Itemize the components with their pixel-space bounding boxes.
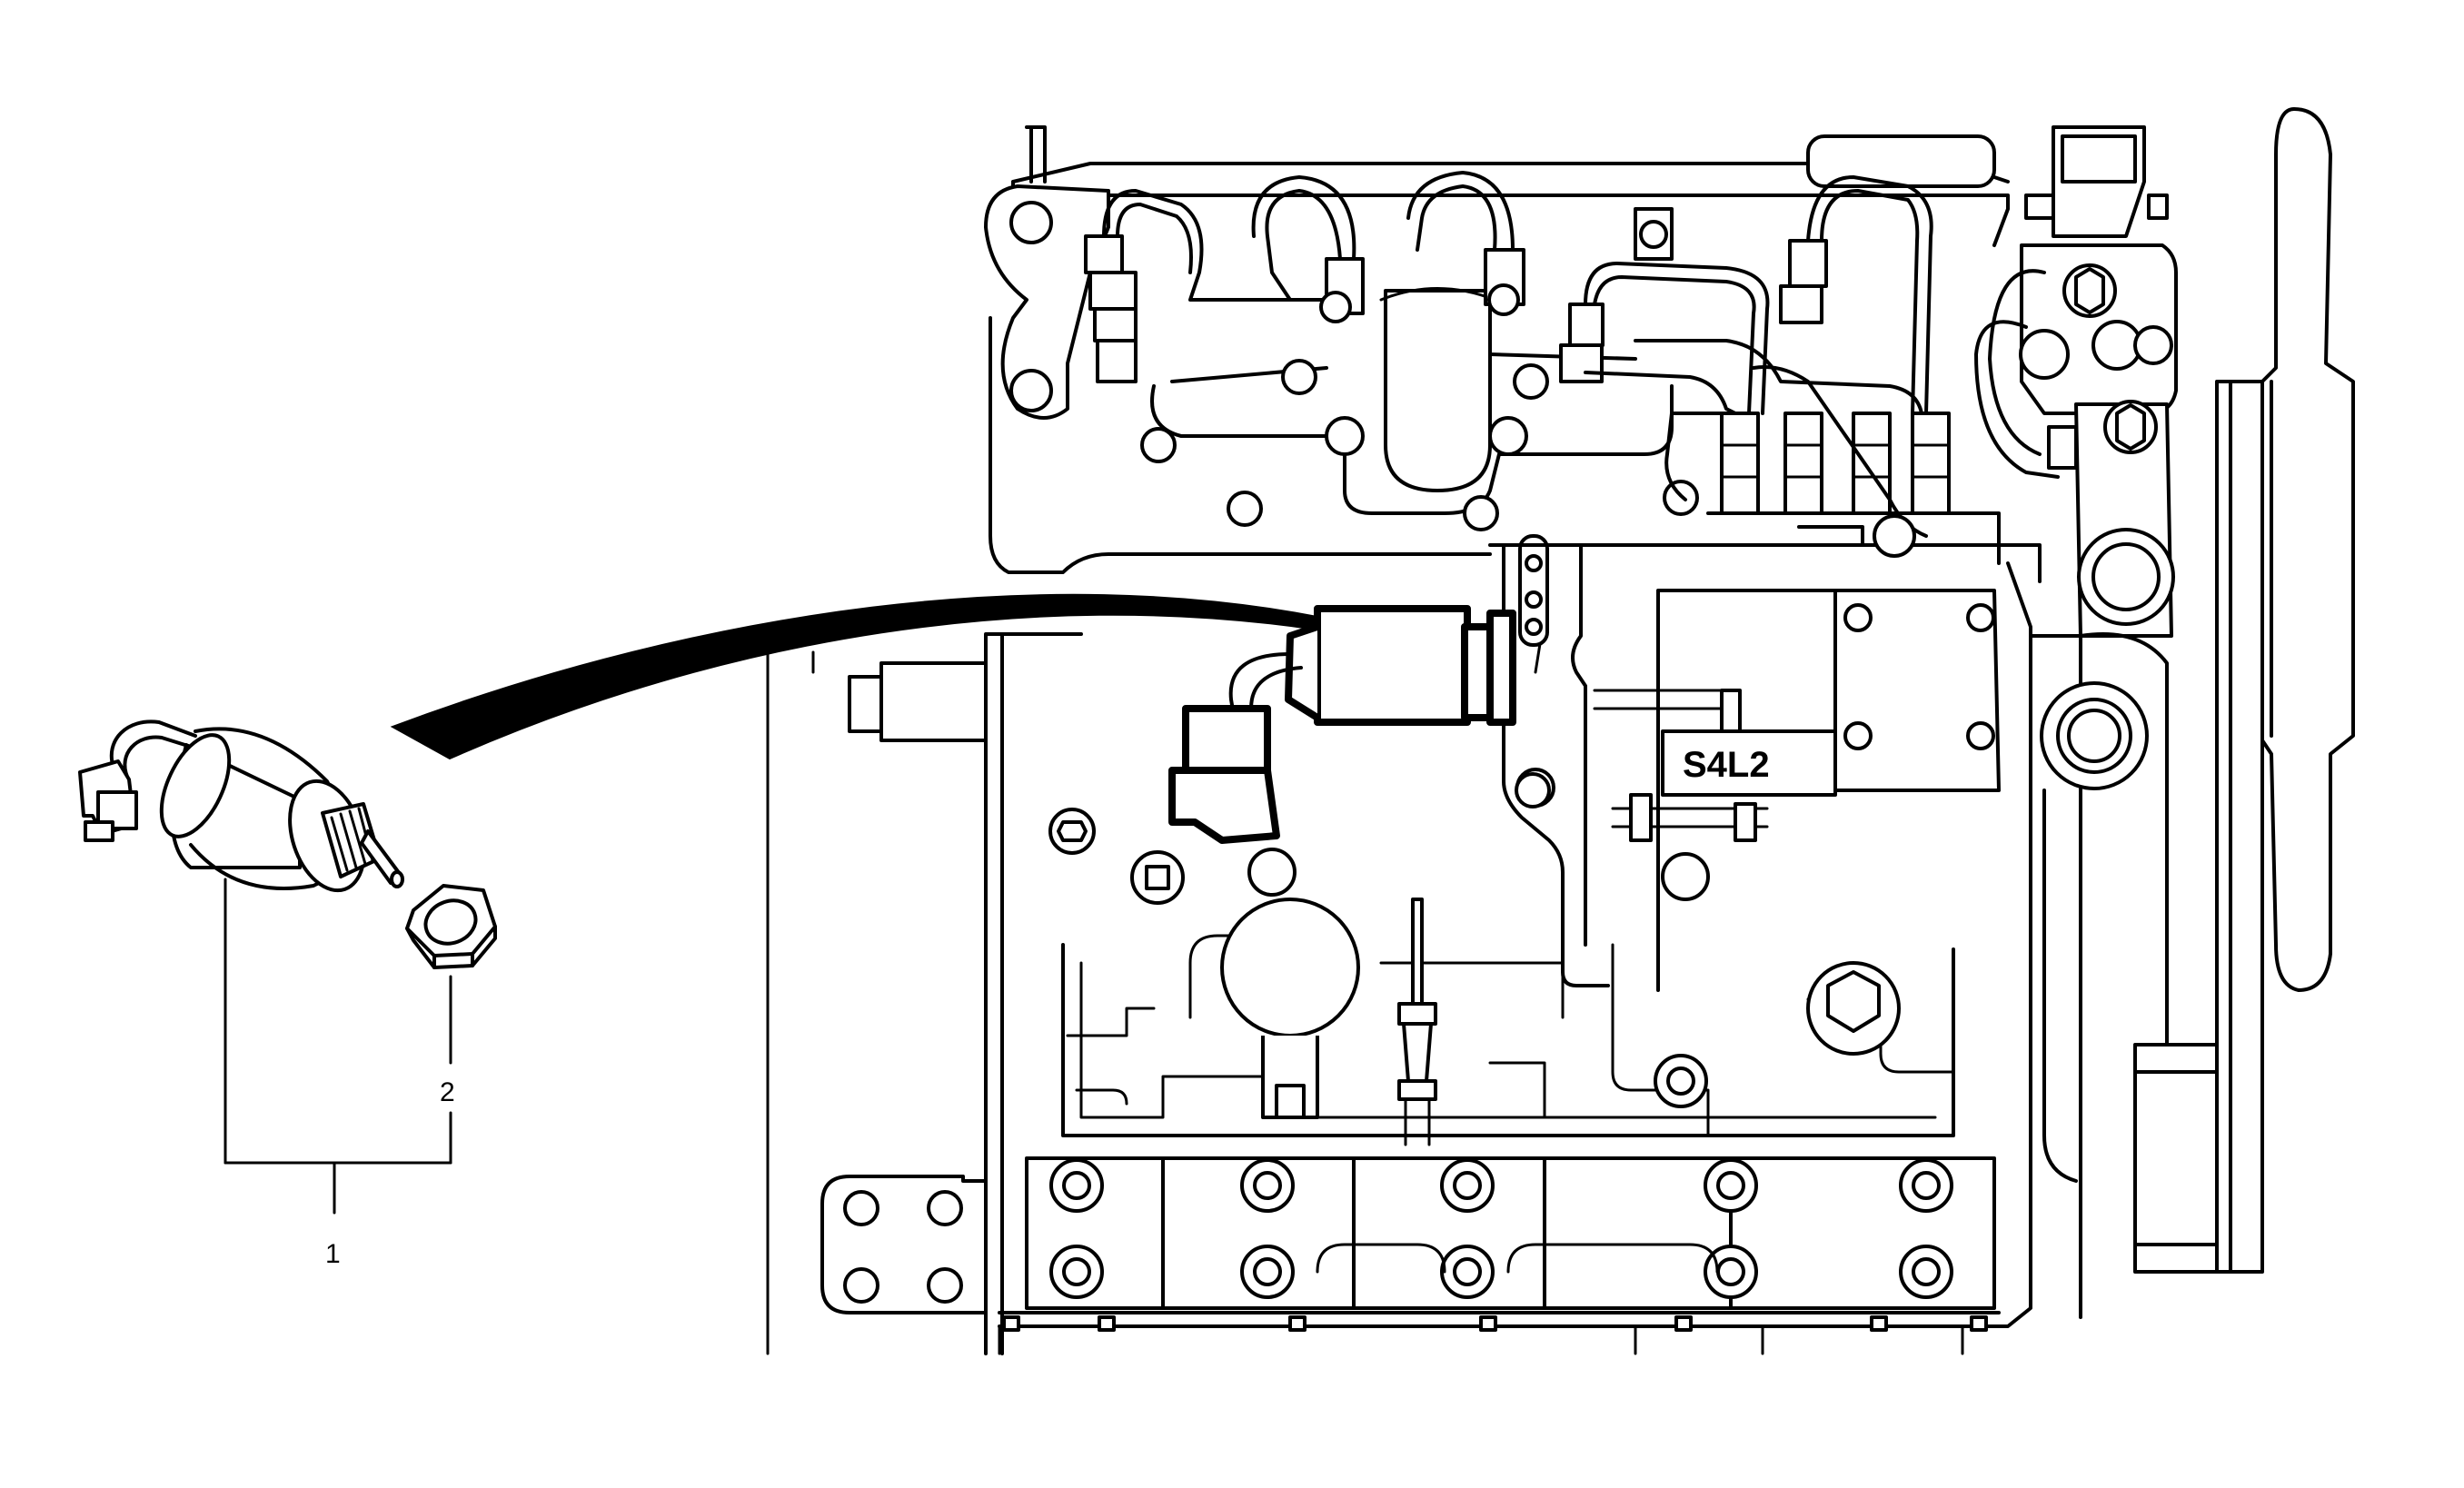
installed-solenoid-highlight <box>1168 605 1516 844</box>
engine-drawing: S4L2 <box>766 107 2355 1355</box>
callout-label-1: 1 <box>325 1239 341 1269</box>
solenoid-icon <box>78 719 404 893</box>
hex-nut-icon <box>405 884 497 969</box>
engine-code-label: S4L2 <box>1683 745 1770 785</box>
engine-code-plate <box>1661 729 1837 797</box>
callout-leaders <box>224 878 452 1215</box>
callout-label-2: 2 <box>440 1077 455 1107</box>
